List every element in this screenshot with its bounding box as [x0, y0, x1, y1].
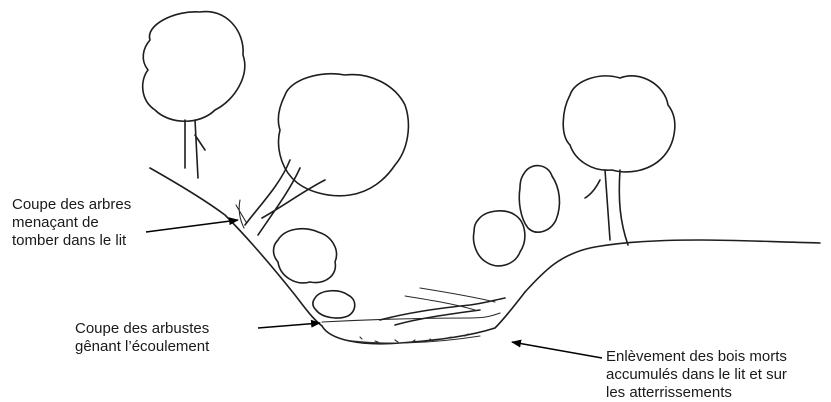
annotation-line: Coupe des arbres: [12, 196, 131, 214]
shrub-icon: [519, 166, 559, 233]
tree-icon: [236, 74, 408, 235]
annotation-deadwood-removal: Enlèvement des bois morts accumulés dans…: [606, 348, 787, 402]
annotation-line: Coupe des arbustes: [75, 320, 209, 338]
right-bank-profile: [525, 240, 820, 292]
annotation-shrub-cutting: Coupe des arbustes gênant l’écoulement: [75, 320, 209, 356]
shrub-icon: [474, 211, 525, 266]
left-bank-profile: [150, 168, 322, 326]
annotation-line: tomber dans le lit: [12, 232, 131, 250]
annotation-tree-cutting: Coupe des arbres menaçant de tomber dans…: [12, 196, 131, 250]
arrow-icon: [146, 220, 238, 232]
tree-icon: [563, 76, 675, 245]
annotation-line: les atterrissements: [606, 384, 787, 402]
annotation-line: menaçant de: [12, 214, 131, 232]
annotation-line: gênant l’écoulement: [75, 338, 209, 356]
tree-icon: [143, 12, 245, 178]
shrub-icon: [313, 291, 355, 318]
arrow-icon: [258, 323, 320, 328]
annotation-line: Enlèvement des bois morts: [606, 348, 787, 366]
shrub-icon: [274, 229, 337, 283]
arrow-icon: [512, 342, 602, 358]
annotation-line: accumulés dans le lit et sur: [606, 366, 787, 384]
